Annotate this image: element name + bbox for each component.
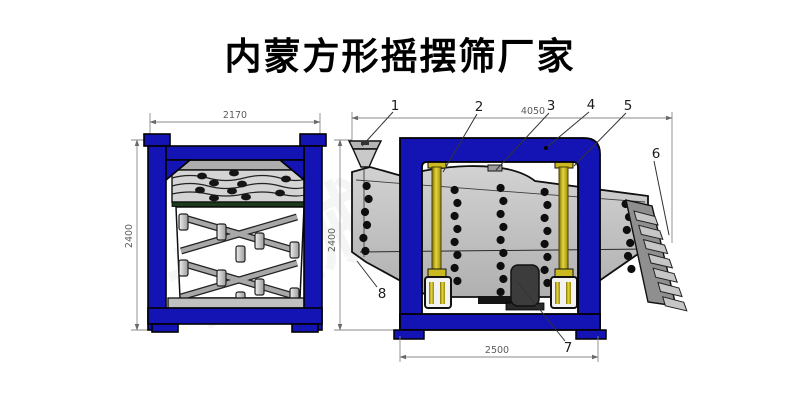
- side-view-diagram: 4050 2400: [327, 97, 688, 362]
- side-height-dimension-label: 2400: [327, 228, 338, 252]
- truss-pins: [178, 213, 300, 309]
- front-support-frame: [143, 133, 327, 333]
- front-width-dimension-label: 2170: [223, 110, 247, 121]
- part-label-5: 5: [624, 98, 633, 114]
- part-label-6: 6: [652, 146, 661, 162]
- drive-motor: [478, 264, 545, 311]
- part-label-8: 8: [378, 286, 387, 302]
- part-leader-lines: [356, 111, 670, 342]
- side-base-dimension: [399, 336, 599, 362]
- front-height-dimension-label: 2400: [124, 224, 135, 248]
- feed-inlet-funnel: [347, 140, 383, 168]
- part-label-3: 3: [547, 98, 556, 114]
- side-base-dimension-label: 2500: [485, 345, 509, 356]
- side-length-dimension-label: 4050: [521, 106, 545, 117]
- part-label-4: 4: [587, 97, 596, 113]
- part-label-2: 2: [475, 99, 484, 115]
- front-view-diagram: 2170 2400: [124, 110, 327, 333]
- part-4-pointer-dot: [544, 146, 548, 150]
- discharge-chute-stack: [625, 199, 688, 312]
- truss-bars: [180, 214, 298, 300]
- side-length-dimension: [351, 112, 673, 243]
- part-label-1: 1: [391, 98, 400, 114]
- side-height-dimension: [334, 139, 396, 331]
- part-label-7: 7: [564, 340, 573, 356]
- screen-cleaning-balls: [195, 169, 291, 202]
- front-sieve-body: [167, 159, 310, 309]
- page-title: 内蒙方形摇摆筛厂家: [224, 35, 576, 78]
- side-sieve-body: [351, 164, 649, 298]
